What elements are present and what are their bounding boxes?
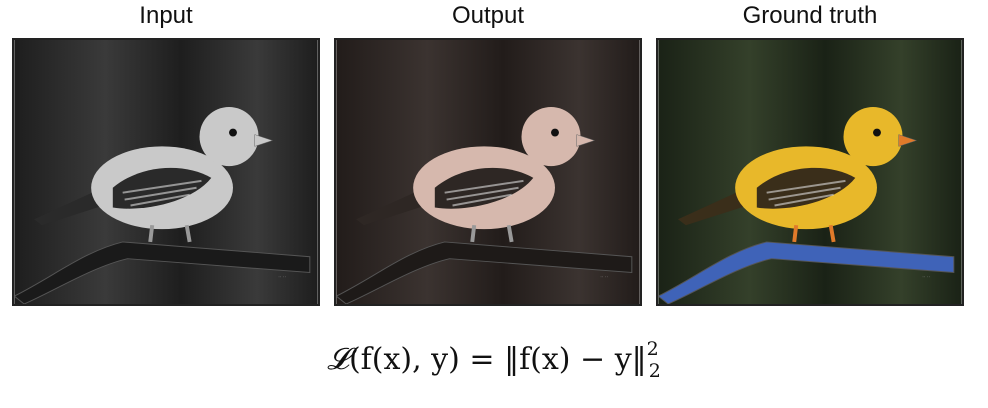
bird-eye — [873, 128, 881, 137]
perch — [336, 241, 633, 304]
bird-head — [843, 106, 903, 167]
svg-text:·· ··: ·· ·· — [922, 274, 930, 280]
bird-feet — [792, 224, 836, 243]
bird-beak — [576, 134, 596, 147]
perch — [658, 241, 955, 304]
bird-feet — [470, 224, 514, 243]
panel-title-input: Input — [139, 2, 193, 29]
input-image: ·· ·· — [12, 38, 320, 306]
norm-superscript: 2 — [646, 338, 659, 360]
equals-sign: = — [469, 342, 495, 377]
bird-head — [521, 106, 581, 167]
panel-title-ground-truth: Ground truth — [742, 2, 878, 29]
bird-beak — [254, 134, 274, 147]
bird-image-output: ·· ·· — [336, 40, 640, 304]
bird-wing — [112, 167, 212, 209]
ground-truth-image: ·· ·· — [656, 38, 964, 306]
panel-title-output: Output — [451, 2, 525, 29]
perch — [14, 241, 311, 304]
bird-wing — [434, 167, 534, 209]
svg-text:·· ··: ·· ·· — [600, 274, 608, 280]
norm-expression: ‖f(x) − y‖ — [504, 342, 647, 377]
bird-wing — [756, 167, 856, 209]
loss-args: (f(x), y) — [348, 342, 460, 377]
svg-text:·· ··: ·· ·· — [278, 274, 286, 280]
bird-head — [199, 106, 259, 167]
norm-subscript: 2 — [648, 360, 661, 382]
bird-image-input: ·· ·· — [14, 40, 318, 304]
bird-feet — [148, 224, 192, 243]
bird-eye — [551, 128, 559, 137]
output-image: ·· ·· — [334, 38, 642, 306]
loss-symbol: 𝓛 — [327, 342, 349, 377]
loss-equation: 𝓛(f(x), y) = ‖f(x) − y‖22 — [0, 338, 988, 382]
bird-eye — [229, 128, 237, 137]
bird-image-ground-truth: ·· ·· — [658, 40, 962, 304]
bird-beak — [898, 134, 918, 147]
